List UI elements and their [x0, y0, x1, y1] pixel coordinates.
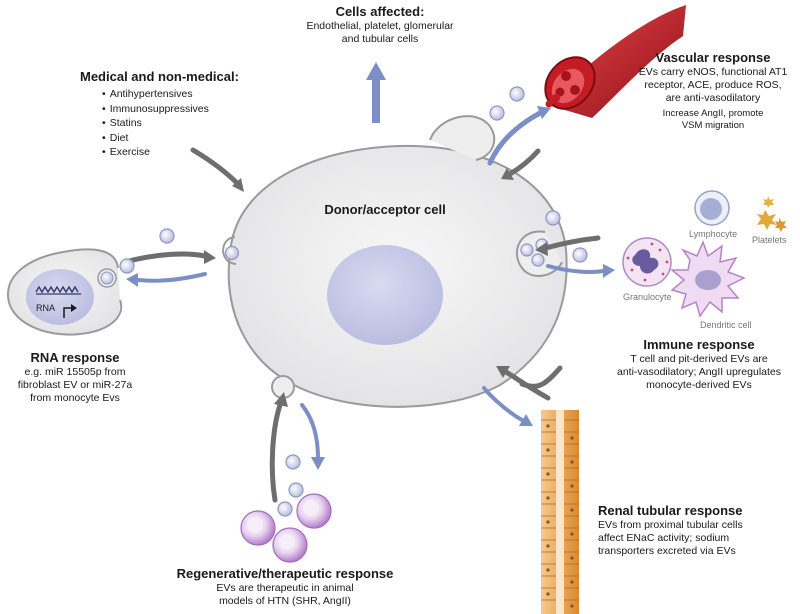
vesicle [489, 105, 505, 121]
vesicle [288, 482, 304, 498]
medical-item: Immunosuppressives [102, 102, 280, 117]
rna-cell-nucleus [26, 269, 94, 325]
nucleus [327, 245, 443, 345]
medical-item: Antihypertensives [102, 87, 280, 102]
platelets-illustration [757, 196, 787, 232]
medical-block: Medical and non-medical: Antihypertensiv… [80, 69, 280, 160]
cells-affected-block: Cells affected: Endothelial, platelet, g… [290, 4, 470, 46]
lymphocyte-illustration [694, 190, 730, 226]
vascular-line-1: EVs carry eNOS, functional AT1 [638, 66, 788, 78]
renal-line-2: affect ENaC activity; sodium [598, 532, 730, 544]
renal-block: Renal tubular response EVs from proximal… [598, 503, 798, 558]
cells-affected-arrow [366, 62, 386, 123]
vesicle [285, 454, 301, 470]
blood-vessel-illustration [544, 5, 686, 118]
cells-affected-title: Cells affected: [335, 4, 425, 19]
vesicle [520, 243, 534, 257]
medical-item: Statins [102, 116, 280, 131]
regenerative-arrows [269, 392, 325, 517]
vascular-title: Vascular response [655, 50, 771, 65]
vesicle [224, 245, 240, 261]
vascular-block: Vascular response EVs carry eNOS, functi… [628, 50, 798, 132]
donor-acceptor-cell [222, 115, 568, 408]
cells-affected-line-1: Endothelial, platelet, glomerular [306, 20, 454, 32]
rna-line-1: e.g. miR 15505p from [24, 366, 126, 378]
vesicle [277, 501, 293, 517]
regenerative-title: Regenerative/therapeutic response [176, 566, 394, 581]
rna-block: RNA response e.g. miR 15505p from fibrob… [0, 350, 150, 405]
platelets-label: Platelets [752, 235, 787, 245]
immune-title: Immune response [643, 337, 755, 352]
immune-line-1: T cell and pit-derived EVs are [630, 353, 768, 365]
dendritic-cell-label: Dendritic cell [700, 320, 752, 330]
regenerative-block: Regenerative/therapeutic response EVs ar… [160, 566, 410, 608]
vascular-line-3: are anti-vasodilatory [665, 92, 761, 104]
granulocyte-label: Granulocyte [623, 292, 672, 302]
regenerative-line-1: EVs are therapeutic in animal [216, 582, 354, 594]
regenerative-cells-illustration [240, 493, 332, 563]
vesicle [509, 86, 525, 102]
medical-item: Diet [102, 131, 280, 146]
renal-title: Renal tubular response [598, 503, 743, 518]
dendritic-cell-illustration [669, 239, 746, 318]
medical-title: Medical and non-medical: [80, 69, 239, 84]
vesicle [159, 228, 175, 244]
renal-line-1: EVs from proximal tubular cells [598, 519, 743, 531]
rna-cell [6, 248, 123, 336]
regenerative-line-2: models of HTN (SHR, AngII) [219, 595, 351, 607]
donor-acceptor-cell-label: Donor/acceptor cell [324, 202, 446, 217]
rna-label: RNA [36, 303, 56, 313]
vesicle [572, 247, 588, 263]
rna-line-3: from monocyte Evs [30, 392, 120, 404]
rna-title: RNA response [30, 350, 120, 365]
vascular-line-2: receptor, ACE, produce ROS, [644, 79, 782, 91]
immune-line-3: monocyte-derived EVs [646, 379, 752, 391]
immune-block: Immune response T cell and pit-derived E… [600, 337, 798, 392]
immune-line-2: anti-vasodilatory; AngII upregulates [616, 366, 782, 378]
medical-item: Exercise [102, 145, 280, 160]
vesicle [531, 253, 545, 267]
vesicle [545, 210, 561, 226]
vascular-sub-line-1: Increase AngII, promote [662, 108, 764, 119]
granulocyte-illustration [622, 237, 672, 287]
lymphocyte-label: Lymphocyte [689, 229, 738, 239]
renal-arrows [482, 365, 563, 426]
rna-arrows [119, 228, 216, 287]
vesicle [119, 258, 135, 274]
vascular-sub-line-2: VSM migration [681, 120, 745, 131]
renal-line-3: transporters excreted via EVs [598, 545, 736, 557]
medical-list: Antihypertensives Immunosuppressives Sta… [102, 87, 280, 160]
cells-affected-line-2: and tubular cells [341, 33, 419, 45]
rna-line-2: fibroblast EV or miR-27a [17, 379, 133, 391]
vascular-arrows [487, 86, 551, 180]
immune-arrows [535, 210, 615, 278]
renal-tubule-illustration [541, 410, 579, 614]
